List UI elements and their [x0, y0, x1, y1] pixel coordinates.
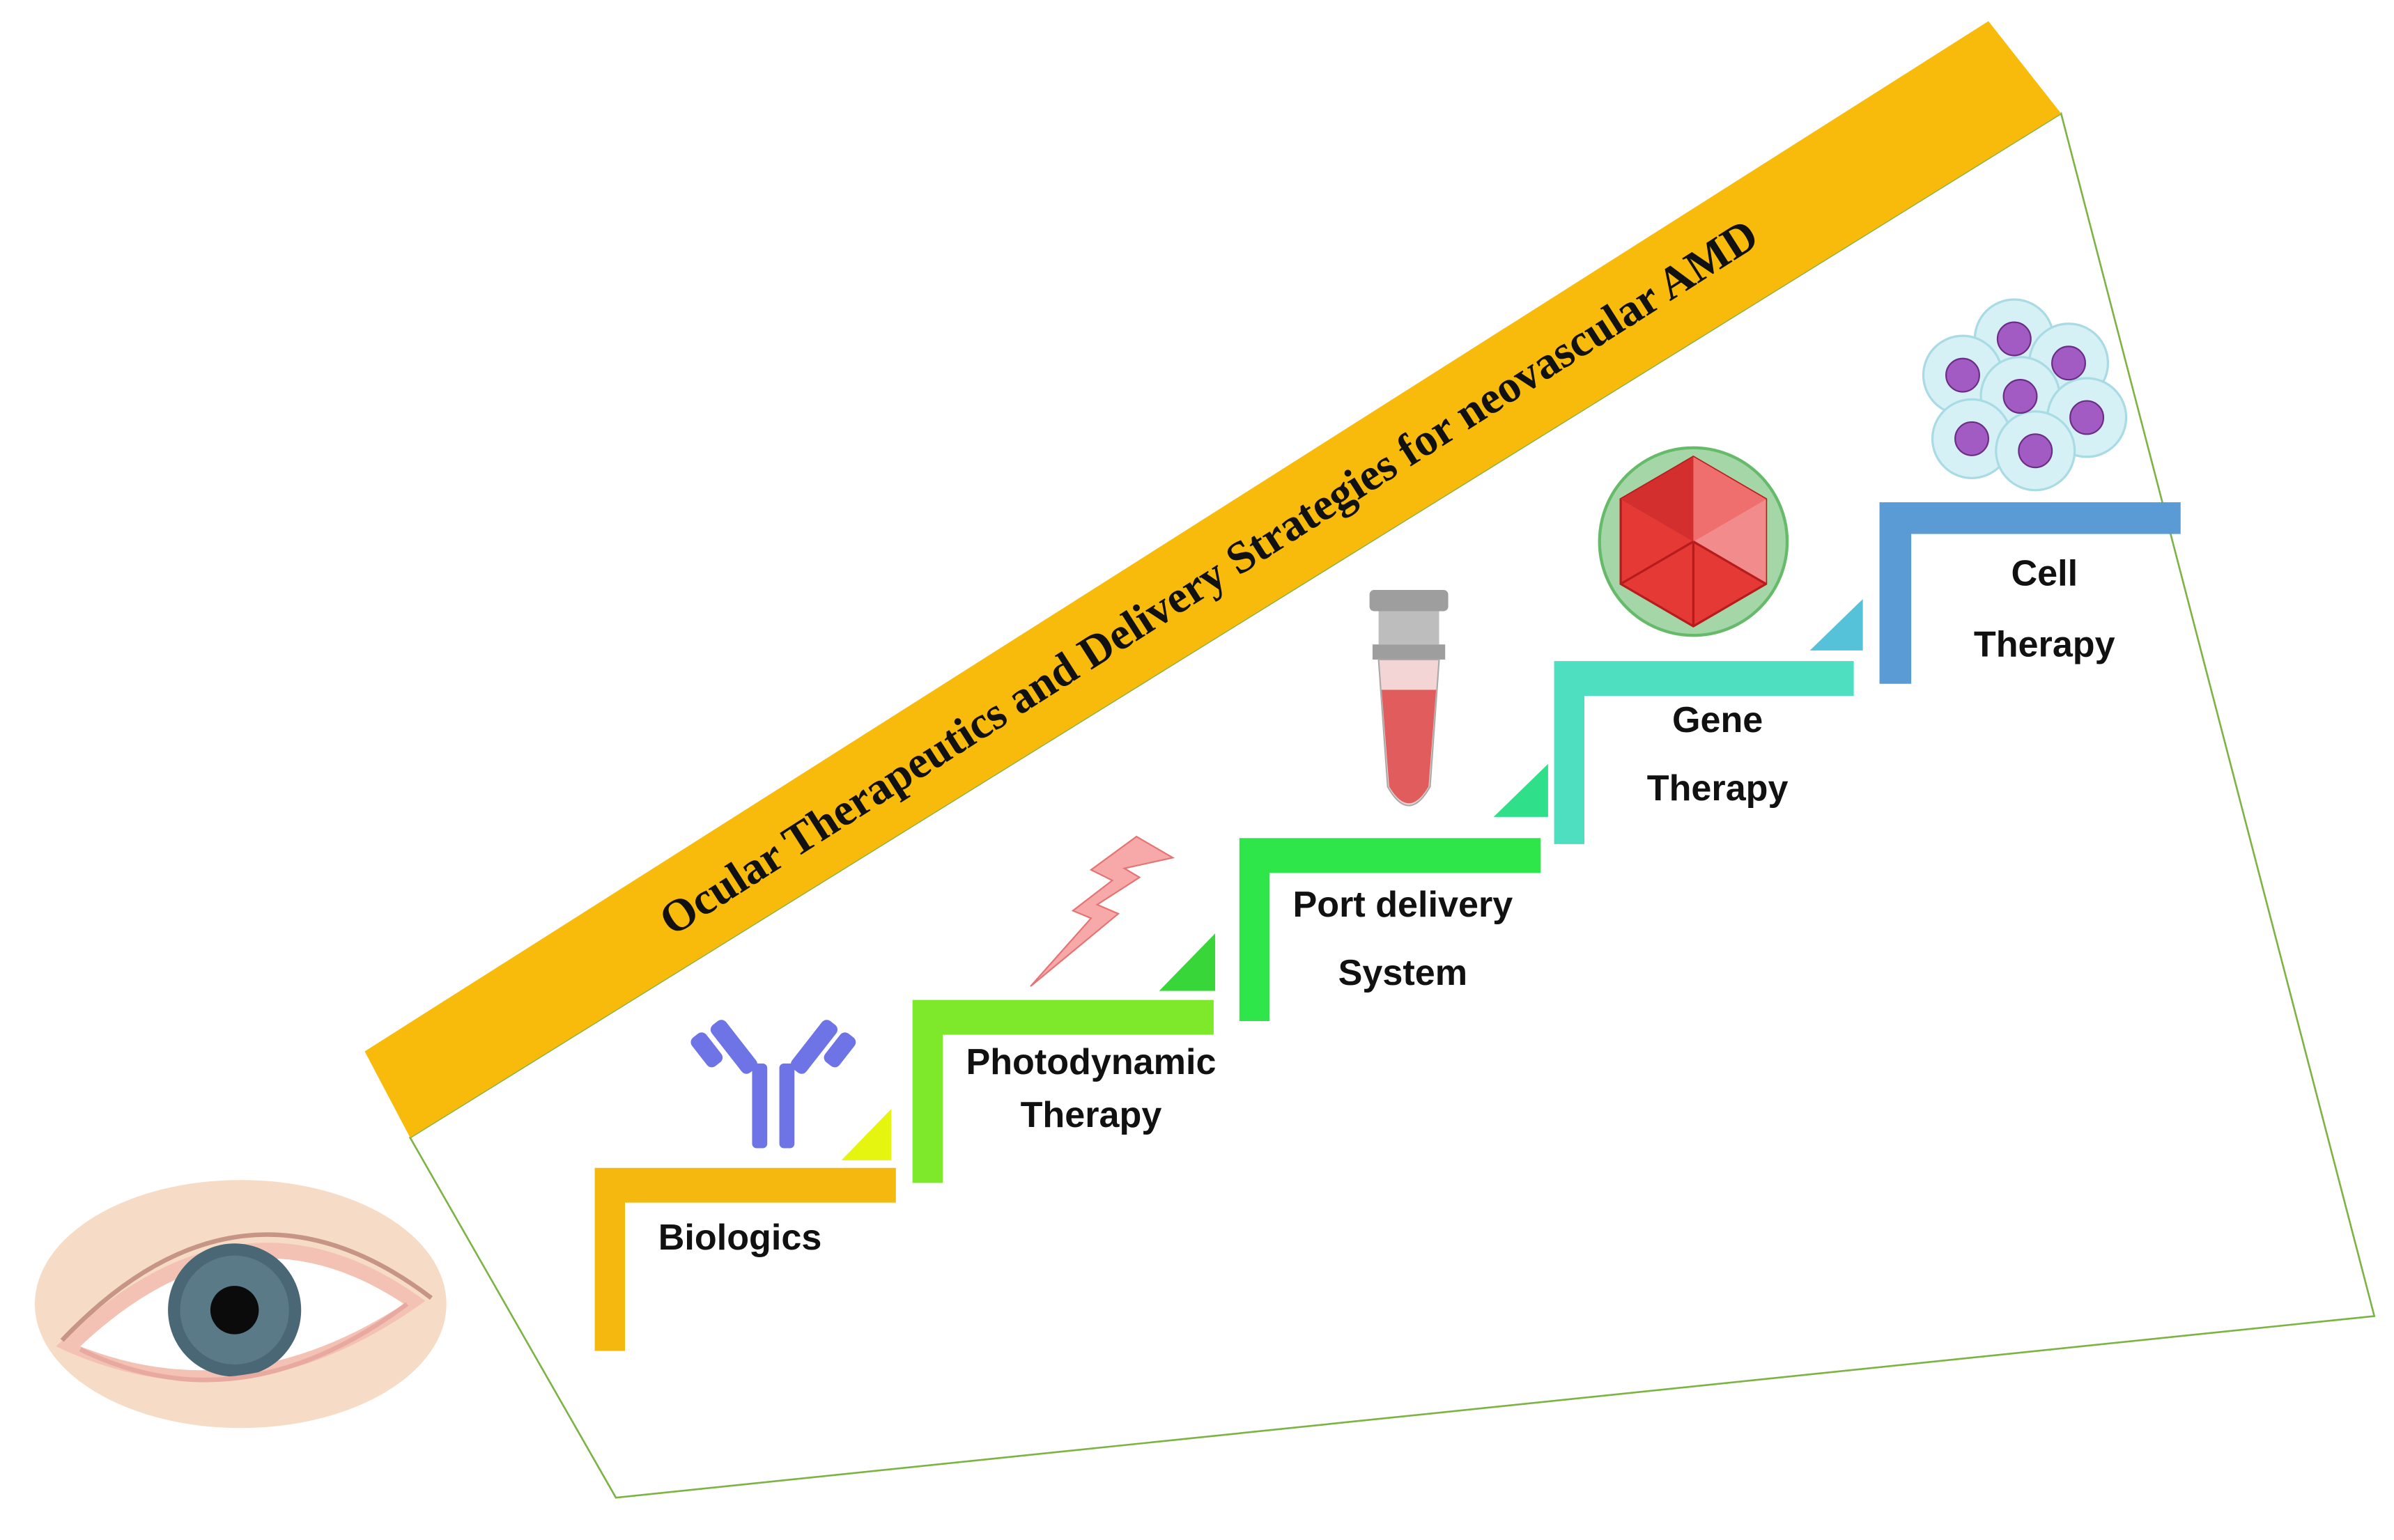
antibody-icon [690, 1020, 856, 1149]
step-label-port-delivery-1: Port delivery [1293, 885, 1513, 925]
connector-triangle-2 [1159, 933, 1216, 991]
eye-icon [34, 1180, 447, 1429]
step-label-cell-therapy-1: Cell [2011, 554, 2078, 594]
step-biologics: Biologics [594, 1020, 896, 1351]
lightning-icon [1030, 835, 1175, 987]
connector-triangle-4 [1809, 599, 1863, 651]
step-label-photodynamic-2: Therapy [1021, 1095, 1162, 1135]
step-gene-therapy: Gene Therapy [1554, 446, 1863, 844]
title-banner [364, 21, 2062, 1138]
step-bar-port-delivery [1239, 838, 1541, 1022]
step-bar-biologics [594, 1167, 896, 1351]
step-cell-therapy: Cell Therapy [1879, 298, 2181, 684]
step-label-gene-therapy-2: Therapy [1647, 768, 1789, 809]
step-label-biologics: Biologics [658, 1218, 822, 1258]
virus-icon [1598, 446, 1789, 637]
step-label-cell-therapy-2: Therapy [1974, 625, 2115, 665]
tube-icon [1369, 590, 1449, 807]
connector-triangle-3 [1493, 763, 1548, 817]
step-label-gene-therapy-1: Gene [1672, 700, 1763, 740]
step-port-delivery: Port delivery System [1239, 590, 1548, 1022]
step-label-port-delivery-2: System [1338, 953, 1467, 993]
step-label-photodynamic-1: Photodynamic [966, 1042, 1216, 1082]
cells-icon [1922, 298, 2128, 492]
step-bar-photodynamic [912, 1000, 1214, 1183]
content-panel [408, 111, 2376, 1499]
step-photodynamic: Photodynamic Therapy [912, 835, 1216, 1183]
step-bar-cell-therapy [1879, 502, 2181, 684]
step-bar-gene-therapy [1554, 661, 1854, 844]
